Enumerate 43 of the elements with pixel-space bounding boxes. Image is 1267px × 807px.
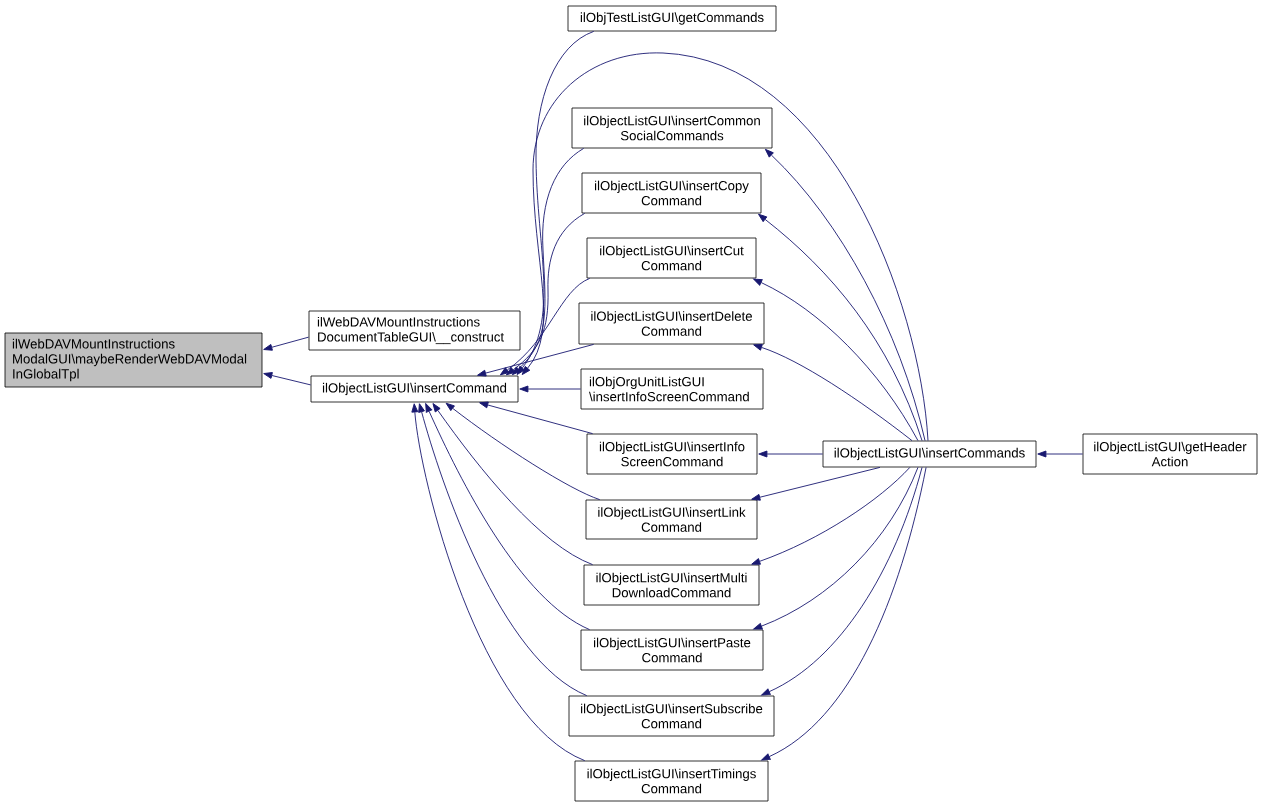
function-box: ilObjectListGUI\insertCopy Command	[581, 172, 762, 214]
arrow	[753, 344, 913, 442]
function-box: ilObjOrgUnitListGUI \insertInfoScreenCommand	[580, 368, 764, 410]
arrow	[425, 403, 590, 631]
function-box: ilWebDAVMountInstructions DocumentTableGUI\__construct	[308, 310, 521, 351]
arrow	[753, 278, 919, 442]
arrow	[761, 466, 927, 761]
arrow	[418, 403, 588, 697]
arrow	[1037, 450, 1084, 458]
arrow	[479, 401, 594, 435]
function-box: ilObjectListGUI\insertMulti DownloadCommand	[583, 564, 760, 606]
arrow	[758, 213, 923, 442]
arrow	[516, 30, 595, 375]
arrow	[519, 385, 582, 393]
arrow	[445, 402, 601, 501]
arrow	[751, 466, 911, 565]
function-box: ilObjectListGUI\insertCommands	[822, 440, 1037, 468]
function-box: ilObjTestListGUI\getCommands	[567, 5, 777, 32]
arrow	[521, 52, 929, 442]
function-box: ilWebDAVMountInstructions ModalGUI\maybeRenderWebDAVModal InGlobalTpl	[4, 332, 263, 388]
arrow	[753, 466, 919, 630]
arrow	[411, 403, 586, 762]
function-box: ilObjectListGUI\insertCommon SocialCommands	[571, 107, 773, 149]
arrow	[499, 277, 591, 376]
arrow	[511, 147, 585, 376]
arrow	[764, 148, 926, 442]
arrow	[758, 450, 824, 458]
function-box: ilObjectListGUI\insertDelete Command	[578, 302, 765, 345]
arrow	[477, 343, 595, 377]
function-box: ilObjectListGUI\insertSubscribe Command	[568, 695, 775, 737]
function-box: ilObjectListGUI\insertCut Command	[586, 237, 757, 279]
function-box: ilObjectListGUI\insertTimings Command	[574, 760, 769, 802]
arrow	[505, 212, 586, 376]
arrow	[761, 466, 923, 696]
function-box: ilObjectListGUI\insertPaste Command	[580, 629, 764, 671]
function-box: ilObjectListGUI\insertLink Command	[585, 499, 758, 540]
function-box: ilObjectListGUI\insertInfo ScreenCommand	[586, 433, 758, 475]
function-box: ilObjectListGUI\getHeader Action	[1082, 433, 1258, 475]
arrow	[432, 403, 594, 566]
arrow	[751, 466, 881, 501]
arrow	[263, 336, 310, 351]
function-box: ilObjectListGUI\insertCommand	[310, 375, 519, 403]
arrow	[263, 372, 312, 386]
